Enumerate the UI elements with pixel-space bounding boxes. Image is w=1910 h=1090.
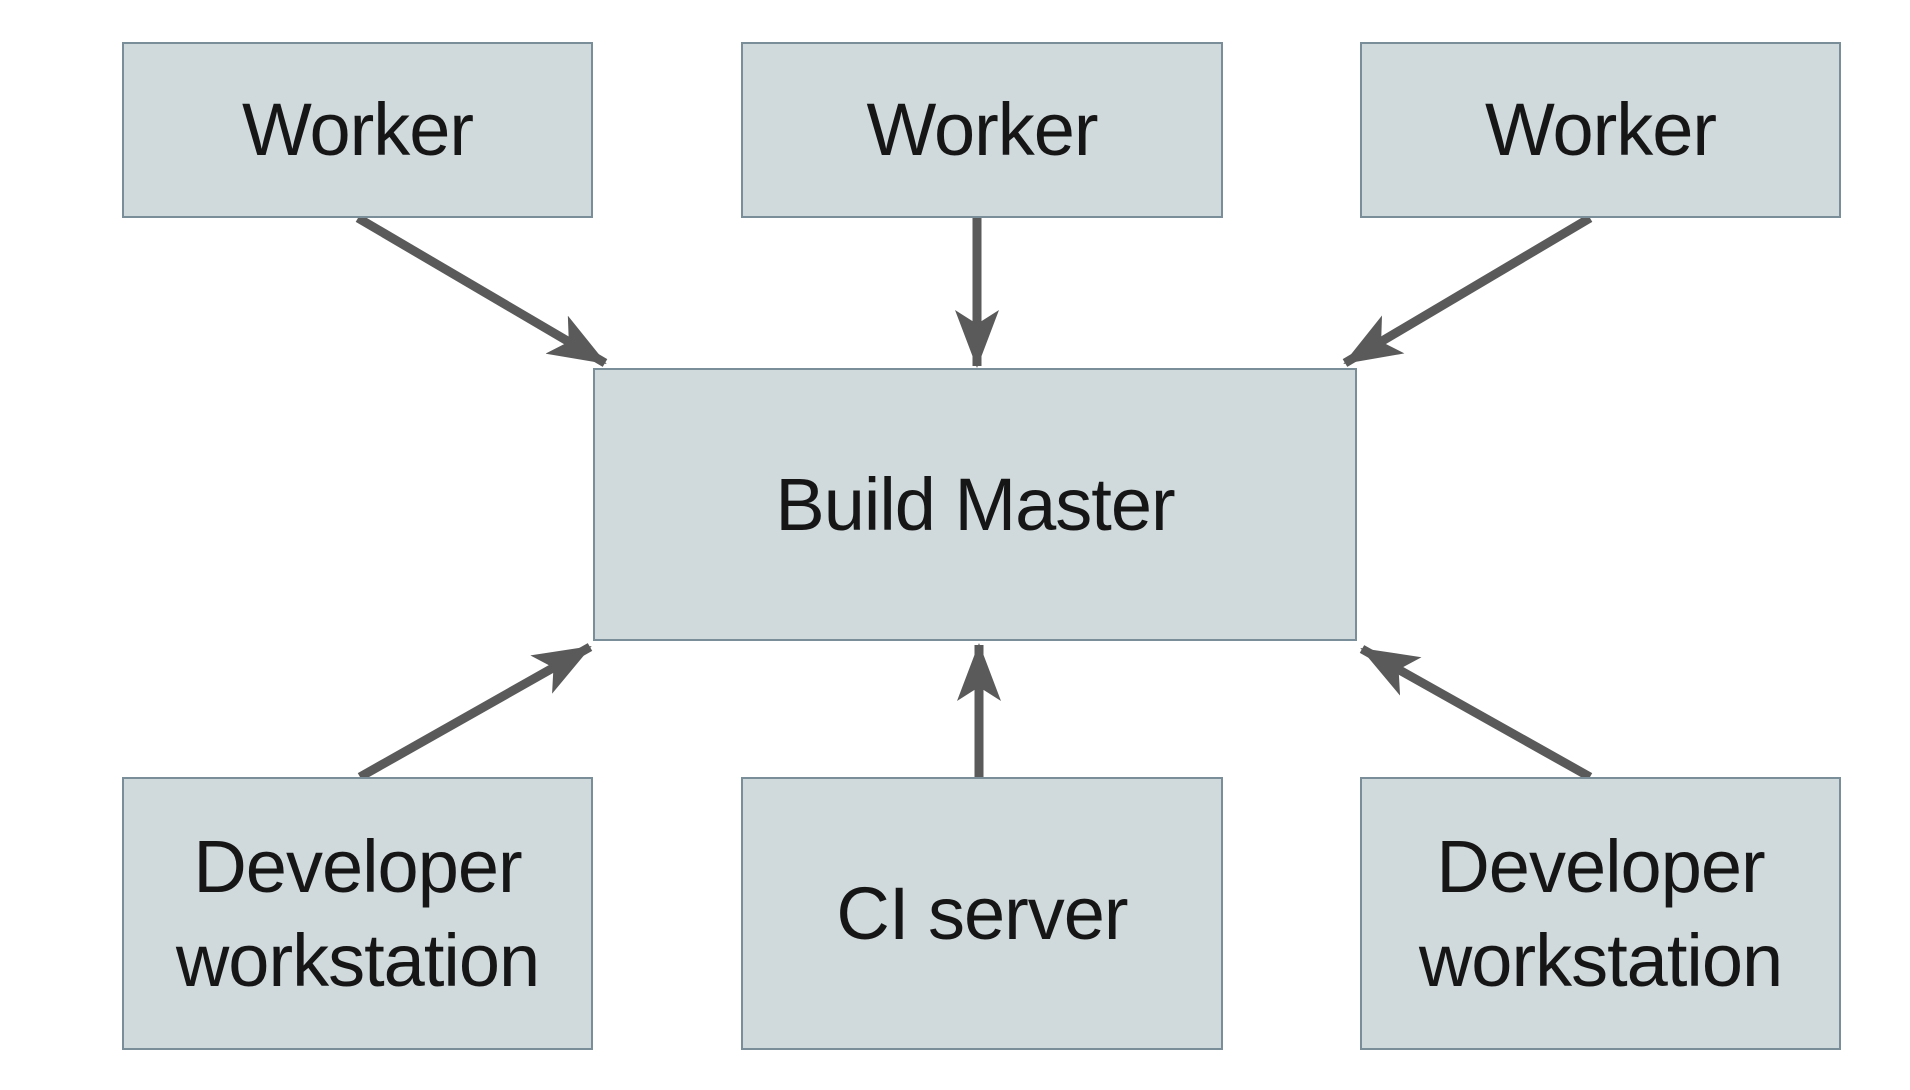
node-worker-left: Worker [122, 42, 593, 218]
arrow-dev-left-to-build-master [357, 643, 593, 781]
node-developer-workstation-left: Developer workstation [122, 777, 593, 1050]
node-ci-server-label: CI server [836, 871, 1128, 955]
node-developer-workstation-right-label: Developer workstation [1418, 825, 1783, 1002]
arrow-dev-right-to-build-master [1359, 645, 1593, 781]
node-build-master-label: Build Master [775, 462, 1175, 546]
node-ci-server: CI server [741, 777, 1223, 1050]
arrow-worker-left-to-build-master [355, 214, 608, 367]
node-worker-left-label: Worker [241, 88, 474, 172]
node-build-master: Build Master [593, 368, 1357, 641]
node-developer-workstation-left-label: Developer workstation [175, 825, 540, 1002]
node-developer-workstation-right: Developer workstation [1360, 777, 1841, 1050]
node-worker-middle-label: Worker [866, 88, 1098, 172]
node-worker-right: Worker [1360, 42, 1841, 218]
node-worker-right-label: Worker [1484, 88, 1717, 172]
arrow-worker-right-to-build-master [1342, 214, 1593, 367]
node-worker-middle: Worker [741, 42, 1223, 218]
